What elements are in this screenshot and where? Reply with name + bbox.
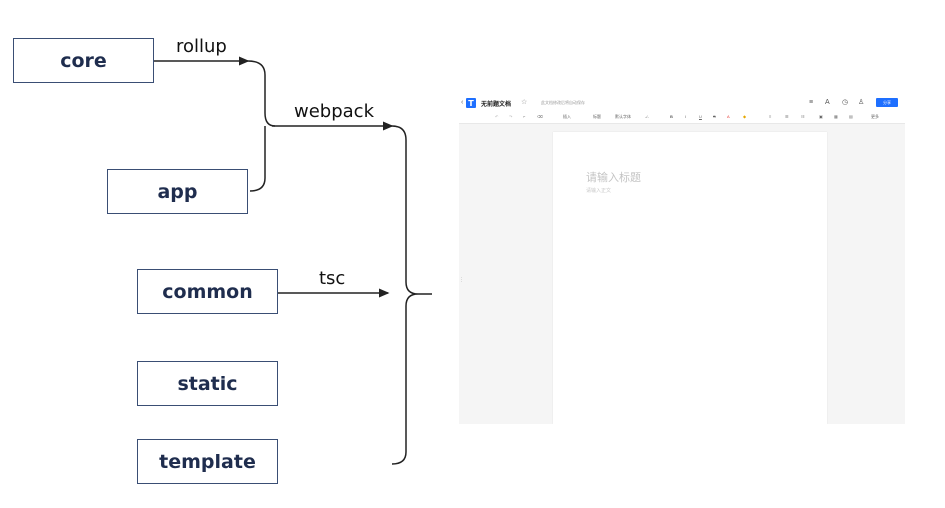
divider-icon[interactable]: ▤: [849, 114, 853, 119]
node-static-label: static: [177, 372, 238, 395]
edge-label-tsc: tsc: [319, 268, 346, 289]
undo-icon[interactable]: ↶: [495, 114, 499, 119]
align-icon[interactable]: ≡: [769, 114, 772, 119]
node-core-label: core: [60, 49, 107, 72]
redo-icon[interactable]: ↷: [509, 114, 513, 119]
clear-format-icon[interactable]: ⌫: [537, 114, 543, 119]
node-app-label: app: [157, 180, 198, 203]
numbered-list-icon[interactable]: ☷: [801, 114, 805, 119]
menu-icon[interactable]: ≡: [809, 99, 814, 106]
node-core: core: [13, 38, 154, 83]
font-size-select[interactable]: -/-: [645, 114, 649, 119]
node-static: static: [137, 361, 278, 406]
logo-icon: T: [466, 98, 476, 108]
title-placeholder[interactable]: 请输入标题: [586, 172, 641, 184]
font-size-icon[interactable]: A: [825, 99, 830, 106]
output-brace: [391, 125, 432, 465]
bullet-list-icon[interactable]: ☰: [785, 114, 789, 119]
save-status: 此文档修改后将自动保存: [541, 100, 585, 105]
underline-icon[interactable]: U: [699, 114, 702, 119]
history-icon[interactable]: ◷: [842, 99, 849, 106]
node-template-label: template: [159, 450, 256, 473]
back-arrow-icon[interactable]: ‹: [461, 99, 464, 106]
table-icon[interactable]: ▦: [834, 114, 838, 119]
toolbar-insert[interactable]: 插入: [563, 114, 571, 119]
editor-page[interactable]: 请输入标题 请输入正文: [553, 132, 827, 424]
format-painter-icon[interactable]: ⌐: [523, 114, 526, 119]
highlight-icon[interactable]: ◆: [743, 114, 747, 119]
toolbar-heading[interactable]: 标题: [593, 114, 601, 119]
node-app: app: [107, 169, 248, 214]
rollup-bracket: [247, 60, 276, 192]
node-template: template: [137, 439, 278, 484]
edge-label-rollup: rollup: [176, 36, 227, 57]
italic-icon[interactable]: I: [685, 114, 687, 119]
editor-screenshot: ‹ T 无前题文档 ☆ 此文档修改后将自动保存 ≡ A ◷ ♙ 分享 ↶ ↷ ⌐…: [459, 95, 905, 424]
editor-header: ‹ T 无前题文档 ☆ 此文档修改后将自动保存 ≡ A ◷ ♙ 分享: [459, 95, 905, 111]
image-icon[interactable]: ▣: [819, 114, 823, 119]
text-color-icon[interactable]: A: [727, 114, 730, 119]
node-common: common: [137, 269, 278, 314]
star-icon[interactable]: ☆: [521, 99, 528, 106]
toolbar-more[interactable]: 更多: [871, 114, 879, 119]
node-common-label: common: [162, 280, 253, 303]
sidebar-toggle-icon[interactable]: ⋮: [459, 277, 464, 283]
share-button[interactable]: 分享: [876, 98, 898, 107]
edge-label-webpack: webpack: [294, 101, 374, 122]
strikethrough-icon[interactable]: S: [713, 114, 716, 119]
bold-icon[interactable]: B: [670, 114, 673, 119]
body-placeholder[interactable]: 请输入正文: [586, 188, 612, 194]
add-collaborator-icon[interactable]: ♙: [858, 99, 865, 106]
toolbar-font[interactable]: 默认字体: [615, 114, 631, 119]
doc-name[interactable]: 无前题文档: [481, 102, 512, 108]
editor-toolbar: ↶ ↷ ⌐ ⌫ 插入 标题 默认字体 -/- B I U S A ◆ ≡ ☰ ☷…: [459, 111, 905, 124]
